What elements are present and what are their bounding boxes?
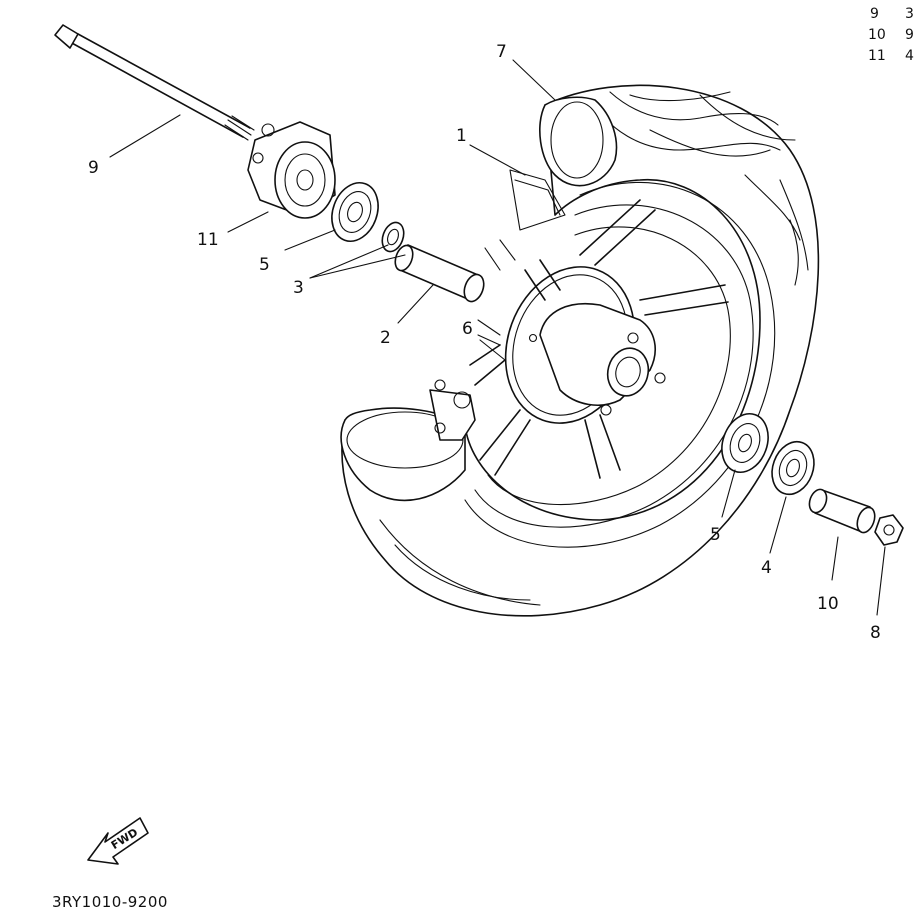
callout-gear-unit: 11 [197, 230, 219, 250]
callout-axle-nut: 8 [870, 623, 881, 643]
table-value: 3 [905, 6, 914, 22]
tire [340, 84, 820, 617]
table-ref: 11 [868, 48, 886, 64]
callout-bearing-right: 5 [710, 525, 721, 545]
cast-wheel [469, 169, 729, 479]
axle [54, 24, 255, 141]
callouts: 9 11 5 3 2 1 7 6 5 4 10 8 [88, 42, 881, 643]
table-ref: 9 [870, 6, 879, 22]
fwd-arrow: FWD [87, 817, 149, 865]
callout-collar-long: 2 [380, 328, 391, 348]
diagram-code: 3RY1010-9200 [52, 893, 168, 911]
callout-tire: 7 [496, 42, 507, 62]
callout-6: 6 [462, 319, 473, 339]
leader-lines [109, 59, 886, 616]
bearing-left [331, 182, 379, 242]
callout-bearing-left: 5 [259, 255, 270, 275]
table-ref: 10 [868, 27, 886, 43]
parts-table: 9 3 10 9 11 4 [868, 6, 914, 64]
callout-cast-wheel: 1 [456, 126, 467, 146]
valve-bracket [429, 379, 476, 441]
callout-collar-right: 10 [817, 594, 839, 614]
callout-oil-seal: 4 [761, 558, 772, 578]
gear-unit [247, 121, 336, 219]
collar-long [394, 244, 485, 303]
table-value: 4 [905, 48, 914, 64]
callout-axle: 9 [88, 158, 99, 178]
collar-right [808, 488, 876, 534]
axle-nut [874, 514, 904, 546]
table-value: 9 [905, 27, 914, 43]
oil-seal [771, 440, 815, 496]
callout-spacer-collars: 3 [293, 278, 304, 298]
spacer-ring [381, 221, 405, 253]
